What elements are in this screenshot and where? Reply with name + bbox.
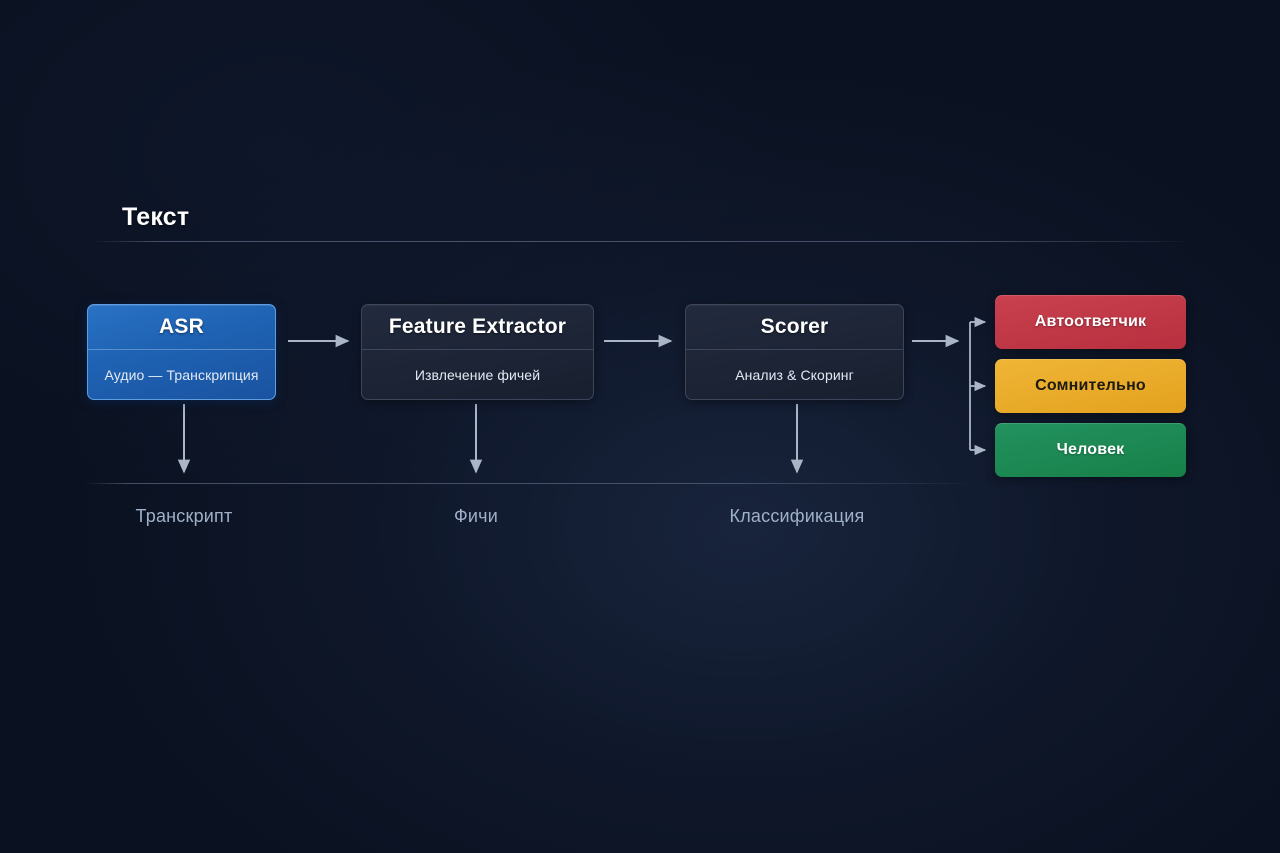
node-subtitle-feature-extractor: Извлечение фичей (414, 366, 541, 383)
pipeline-node-scorer[interactable]: Scorer Анализ & Скоринг (685, 304, 904, 400)
outcome-label-answering-machine: Автоответчик (1034, 313, 1147, 330)
stage-caption-transcript: Транскрипт (135, 506, 233, 526)
outcome-label-doubtful: Сомнительно (1035, 377, 1146, 394)
header-divider (95, 241, 1190, 242)
outcome-chip-answering-machine[interactable]: Автоответчик (995, 295, 1186, 349)
node-title-feature-extractor: Feature Extractor (362, 305, 593, 350)
node-title-scorer: Scorer (686, 305, 903, 350)
page-title: Текст (122, 203, 190, 231)
outcome-chip-doubtful[interactable]: Сомнительно (995, 359, 1186, 413)
pipeline-node-asr[interactable]: ASR Аудио — Транскрипция (87, 304, 276, 400)
stage-caption-classification: Классификация (729, 506, 865, 526)
outcome-label-human: Человек (1056, 441, 1125, 458)
node-title-asr: ASR (88, 305, 275, 350)
node-subtitle-scorer: Анализ & Скоринг (735, 366, 854, 383)
outcome-chip-human[interactable]: Человек (995, 423, 1186, 477)
node-subtitle-asr: Аудио — Транскрипция (104, 366, 259, 383)
stage-caption-features: Фичи (454, 506, 498, 526)
stage-divider (85, 483, 977, 484)
pipeline-node-feature-extractor[interactable]: Feature Extractor Извлечение фичей (361, 304, 594, 400)
